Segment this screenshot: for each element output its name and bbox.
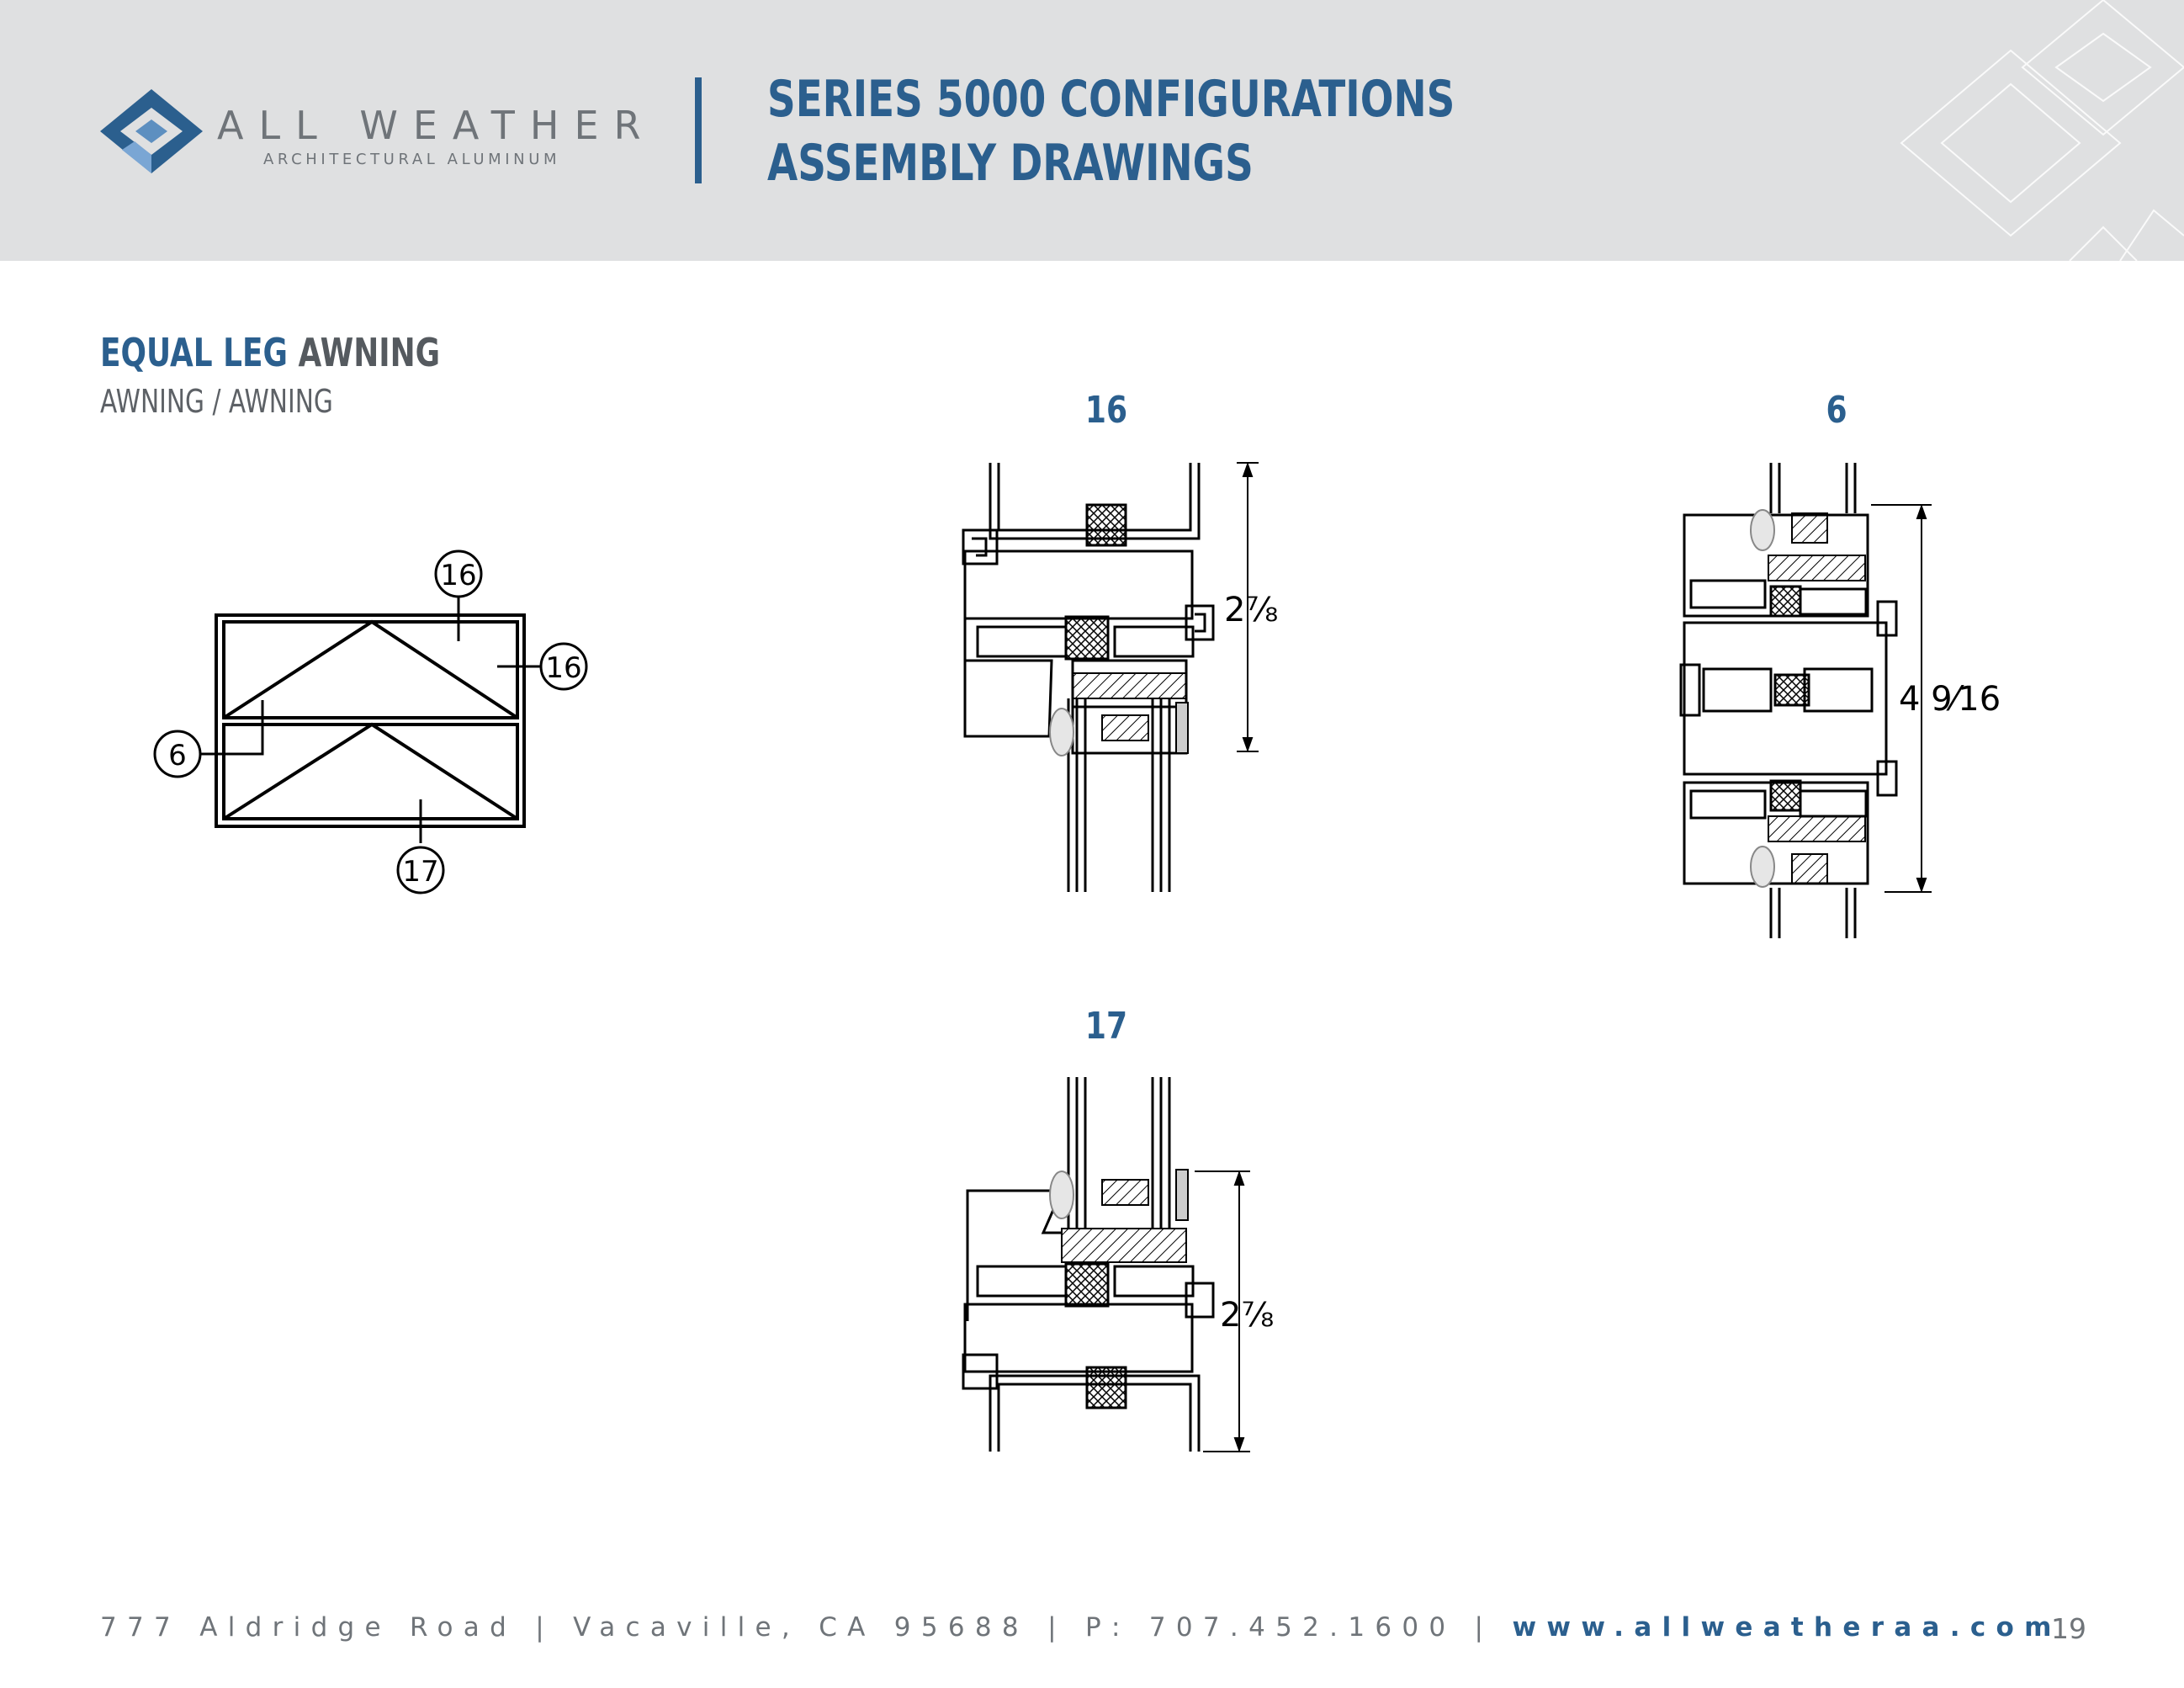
svg-text:16: 16 — [545, 651, 581, 685]
section-subtitle: AWNING / AWNING — [100, 383, 333, 420]
footer-website-link[interactable]: www.allweatheraa.com — [1512, 1612, 2062, 1643]
section-title: EQUAL LEG AWNING — [100, 330, 440, 375]
page-number: 19 — [2051, 1612, 2086, 1645]
svg-text:16: 16 — [440, 559, 476, 592]
dimension-6: 4 9⁄16 — [1899, 680, 2001, 719]
callout-16-top: 16 — [434, 549, 483, 598]
section-drawing-16 — [962, 462, 1259, 892]
section-title-primary: EQUAL LEG — [100, 330, 288, 375]
brand-subtitle: ARCHITECTURAL ALUMINUM — [263, 151, 561, 168]
page-title: SERIES 5000 CONFIGURATIONS ASSEMBLY DRAW… — [767, 67, 1649, 195]
svg-text:17: 17 — [402, 855, 438, 889]
section-title-secondary: AWNING — [298, 330, 441, 375]
svg-text:6: 6 — [168, 739, 187, 772]
section-drawing-6 — [1679, 463, 1932, 938]
footer-address: 777 Aldridge Road | Vacaville, CA 95688 … — [100, 1612, 2062, 1643]
detail-label-16: 16 — [1084, 389, 1128, 432]
callout-6: 6 — [153, 730, 202, 778]
dimension-17: 2⅞ — [1220, 1296, 1275, 1335]
detail-label-17: 17 — [1084, 1005, 1128, 1048]
dimension-16: 2⅞ — [1224, 591, 1279, 629]
decorative-diamond-pattern — [1900, 0, 2184, 261]
callout-17: 17 — [396, 846, 445, 894]
header-divider — [695, 77, 702, 183]
section-drawing-17 — [962, 1077, 1250, 1452]
detail-label-6: 6 — [1826, 389, 1847, 432]
footer-address-text: 777 Aldridge Road | Vacaville, CA 95688 … — [100, 1612, 1513, 1643]
page-header: ALL WEATHER ARCHITECTURAL ALUMINUM SERIE… — [0, 0, 2184, 261]
brand-name: ALL WEATHER — [217, 103, 656, 148]
title-line-2: ASSEMBLY DRAWINGS — [767, 134, 1254, 193]
elevation-diagram: 16 16 6 17 — [153, 549, 588, 894]
title-line-1: SERIES 5000 CONFIGURATIONS — [767, 70, 1455, 129]
diamond-logo-icon — [100, 89, 203, 173]
callout-16-right: 16 — [539, 642, 588, 691]
